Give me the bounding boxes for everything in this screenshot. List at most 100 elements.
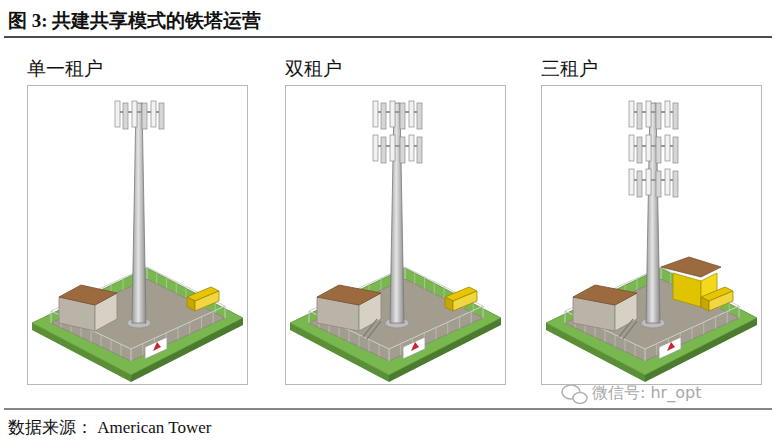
fence-post — [166, 277, 167, 289]
fence-post — [51, 311, 52, 323]
fence-post — [379, 344, 380, 356]
title-rule — [4, 36, 772, 38]
antenna-panel — [115, 101, 120, 127]
fence-post — [51, 311, 52, 323]
tenant-panel: 三租户 — [541, 50, 762, 385]
generator — [453, 291, 477, 311]
fence-post — [147, 267, 148, 279]
antenna-panel — [637, 137, 642, 163]
fence-post — [389, 349, 390, 361]
antenna-panel — [390, 101, 395, 127]
fence-post — [692, 328, 693, 340]
antenna-panel — [673, 171, 678, 197]
panel-heading: 双租户 — [285, 56, 342, 82]
tower-site — [290, 101, 501, 382]
antenna-panel — [400, 137, 405, 163]
fence-post — [189, 322, 190, 334]
fence-post — [178, 328, 179, 340]
company-sign — [403, 337, 425, 359]
antenna-panel — [159, 103, 164, 129]
antenna-panel — [417, 137, 422, 163]
watermark: 微信号: hr_opt — [592, 383, 701, 404]
antenna-panel — [400, 103, 405, 129]
fence-post — [661, 267, 662, 279]
fence-post — [727, 311, 728, 323]
fence-post — [91, 330, 92, 342]
antenna-panel — [629, 169, 634, 195]
generator — [187, 297, 195, 311]
fence-post — [635, 344, 636, 356]
fence-post — [359, 335, 360, 347]
fence-post — [625, 340, 626, 352]
shelter-roof — [59, 285, 117, 305]
fence-post — [369, 340, 370, 352]
antenna-panel — [665, 101, 670, 127]
panel-frame — [285, 85, 506, 385]
antenna-panel — [417, 103, 422, 129]
generator — [195, 291, 219, 311]
fence-post — [459, 317, 460, 329]
fence-post — [123, 278, 124, 290]
shelter-roof — [661, 257, 721, 277]
fence-post — [483, 306, 484, 318]
stairs — [623, 321, 637, 339]
antenna-panel — [637, 171, 642, 197]
antenna-panel — [151, 101, 156, 127]
fence-post — [605, 330, 606, 342]
fence-post — [739, 306, 740, 318]
antenna-panel — [673, 137, 678, 163]
tenant-panel: 双租户 — [285, 50, 506, 385]
antenna-panel — [132, 101, 137, 127]
antenna-panel — [656, 103, 661, 129]
tower-pole — [390, 103, 404, 323]
company-logo — [667, 342, 675, 351]
fence-post — [739, 306, 740, 318]
antenna-panel — [409, 101, 414, 127]
panel-frame — [27, 85, 248, 385]
fence-post — [121, 344, 122, 356]
antenna-panel — [409, 135, 414, 161]
fence-post — [349, 330, 350, 342]
fence-post — [615, 335, 616, 347]
fence-post — [309, 311, 310, 323]
fence-post — [444, 287, 445, 299]
antenna-panel — [123, 103, 128, 129]
fence-post — [225, 306, 226, 318]
tower-site — [546, 101, 757, 382]
fence-post — [213, 311, 214, 323]
fence-post — [703, 322, 704, 334]
fence-post — [434, 282, 435, 294]
tower-site — [32, 101, 243, 382]
antenna-panel — [373, 135, 378, 161]
fence-post — [447, 322, 448, 334]
fence-post — [389, 349, 390, 361]
data-source: 数据来源： American Tower — [8, 416, 211, 439]
fence-post — [131, 349, 132, 361]
antenna-panel — [390, 135, 395, 161]
antenna-panel — [646, 135, 651, 161]
fence-post — [637, 278, 638, 290]
tower-pole — [132, 103, 146, 323]
fence-post — [131, 349, 132, 361]
fence-post — [565, 311, 566, 323]
antenna-panel — [646, 169, 651, 195]
fence-post — [565, 311, 566, 323]
company-sign — [659, 337, 681, 359]
antenna-panel — [656, 171, 661, 197]
antenna-panel — [665, 135, 670, 161]
fence-post — [414, 272, 415, 284]
antenna-panel — [381, 103, 386, 129]
antenna-panel — [629, 135, 634, 161]
generator — [709, 291, 733, 311]
panel-frame — [541, 85, 762, 385]
generator — [701, 297, 709, 311]
fence-post — [142, 344, 143, 356]
fence-post — [645, 349, 646, 361]
fence-post — [405, 267, 406, 279]
shelter-roof — [317, 285, 381, 305]
company-logo — [411, 342, 419, 351]
fence-post — [225, 306, 226, 318]
fence-post — [715, 317, 716, 329]
fence-post — [111, 340, 112, 352]
